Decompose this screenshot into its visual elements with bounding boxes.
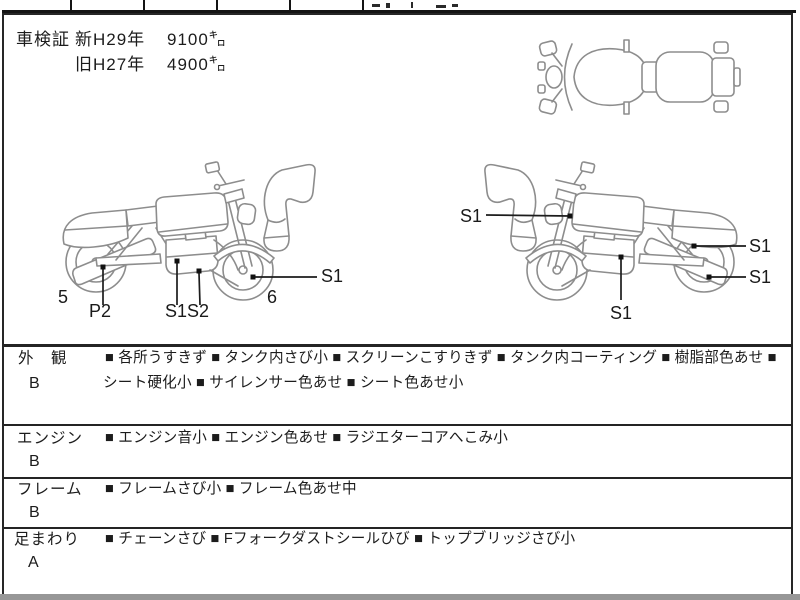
right-engine-code: S1 [610,303,633,323]
clipped-cell [291,0,364,10]
section-undercarriage-notes: ■ チェーンさび ■ Fフォークダストシールひび ■ トップブリッジさび小 [105,531,576,547]
clipped-table-row [2,0,796,13]
right-diagram-leader-lines [485,213,746,300]
section-undercarriage-grade: A [28,554,39,571]
clipped-cell [218,0,291,10]
registration-era-new: 新H29年 [75,30,146,49]
section-frame-grade: B [29,504,40,521]
section-exterior-label: 外 観 [18,350,68,367]
clipped-text-fragment [411,2,413,8]
clipped-text-fragment [386,3,390,8]
clipped-cell [72,0,145,10]
motorcycle-top-view-art [537,39,741,115]
scan-bottom-edge [0,594,800,600]
left-exhaust-code: S2 [187,301,210,321]
motorcycle-right-side-art [484,160,738,301]
left-front-wheel-number: 6 [267,287,278,307]
section-engine-label: エンジン [17,430,84,447]
section-frame-notes: ■ フレームさび小 ■ フレーム色あせ中 [105,481,357,497]
motorcycle-right-side-diagram [484,160,746,301]
registration-odo-old: 4900㌔ [167,55,227,74]
section-undercarriage-label: 足まわり [14,531,81,548]
section-exterior-grade: B [29,375,40,392]
left-front-wheel-code: S1 [321,266,344,286]
section-exterior-notes-line1: ■ 各所うすきず ■ タンク内さび小 ■ スクリーンこすりきず ■ タンク内コー… [105,350,777,366]
section-divider [4,424,793,426]
clipped-cell [2,0,72,10]
clipped-cell [364,0,796,10]
section-engine-notes: ■ エンジン音小 ■ エンジン色あせ ■ ラジエターコアへこみ小 [105,430,509,446]
section-engine-grade: B [29,453,40,470]
section-frame-label: フレーム [17,481,83,498]
motorcycle-left-side-art [62,160,316,301]
section-divider [4,527,793,529]
motorcycle-left-side-diagram [62,160,317,306]
section-divider [4,477,793,479]
left-diagram-leader-lines [100,258,317,306]
right-shock-code: S1 [749,236,772,256]
section-divider [4,344,793,347]
registration-label: 車検証 [16,30,70,49]
clipped-text-fragment [436,5,446,8]
right-rear-wheel-code: S1 [749,267,772,287]
registration-odo-new: 9100㌔ [167,30,227,49]
clipped-text-fragment [372,4,380,7]
clipped-text-fragment [452,4,458,7]
section-exterior-notes-line2: シート硬化小 ■ サイレンサー色あせ ■ シート色あせ小 [103,375,464,391]
clipped-cell [145,0,218,10]
motorcycle-top-view-diagram [537,39,741,115]
registration-era-old: 旧H27年 [75,55,146,74]
right-fork-code: S1 [460,206,483,226]
left-engine-code: S1 [165,301,188,321]
left-muffler-code: P2 [89,301,112,321]
left-rear-wheel-number: 5 [58,287,69,307]
sheet-border [2,13,793,594]
